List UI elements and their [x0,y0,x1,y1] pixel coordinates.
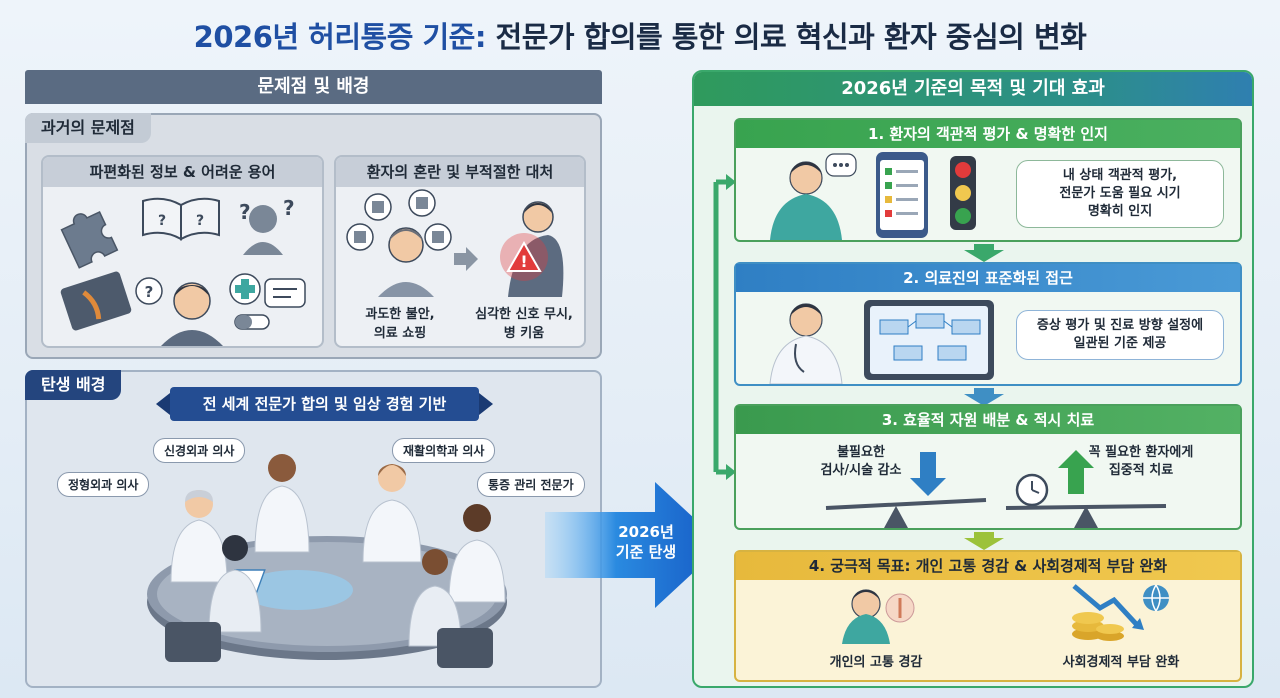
fragmented-info-title: 파편화된 정보 & 어려운 용어 [43,157,322,187]
step-1-title: 1. 환자의 객관적 평가 & 명확한 인지 [736,120,1240,148]
birth-background-panel: 탄생 배경 전 세계 전문가 합의 및 임상 경험 기반 [25,370,602,688]
svg-text:?: ? [145,283,154,301]
back-pain-person-icon [500,201,564,297]
doctor-figure [254,454,310,553]
hospital-bubble-icon [408,189,436,217]
tablet-flowchart-icon [864,300,994,380]
step-4-title: 4. 궁극적 목표: 개인 고통 경감 & 사회경제적 부담 완화 [736,552,1240,580]
step-1-panel: 1. 환자의 객관적 평가 & 명확한 인지 [734,118,1242,242]
pain-relief-label: 개인의 고통 경감 [829,655,923,670]
clock-icon [1015,473,1049,507]
chat-bubble-icon [264,278,306,308]
goals-panel: 2026년 기준의 목적 및 기대 효과 1. 환자의 객관적 평가 & 명확한… [692,70,1254,688]
coins-globe-icon [1072,584,1169,641]
pill-icon [234,314,270,330]
decline-arrow-icon [1072,584,1140,628]
doctor-figure [170,490,228,583]
anxiety-caption: 과도한 불안,의료 쇼핑 [365,307,435,341]
patient-confusion-panel: 환자의 혼란 및 부적절한 대처 [334,155,586,348]
step-3-title: 3. 효율적 자원 배분 & 적시 치료 [736,406,1240,434]
down-arrow-icon [964,532,1004,550]
chair [165,622,221,662]
up-arrow-icon [1058,450,1094,494]
worried-patient-icon [378,227,434,297]
page-title: 2026년 허리통증 기준: 전문가 합의를 통한 의료 혁신과 환자 중심의 … [0,14,1280,56]
hospital-bubble-icon [364,193,392,221]
patient-smartphone-illustration [770,152,976,240]
stethoscope-icon [794,343,805,373]
medical-cross-bubble-icon [229,273,261,305]
down-arrow-icon [910,452,946,496]
svg-text:?: ? [283,196,295,220]
right-arrow-icon [454,247,478,271]
title-part1: 2026년 허리통증 기준: [193,20,487,54]
doctor-figure [208,535,262,633]
patient-confusion-title: 환자의 혼란 및 부적절한 대처 [336,157,584,187]
warning-icon: ! [506,240,542,272]
medical-book-icon [60,271,132,331]
anxious-patient-illustration: ! [346,189,564,297]
rehabilitation-doctor-label: 재활의학과 의사 [392,438,496,463]
ignored-signal-caption: 심각한 신호 무시,병 키움 [475,307,573,341]
arrow-label-line1: 2026년 [618,523,674,541]
balance-scale-left [825,498,987,528]
left-section-header: 문제점 및 배경 [25,70,602,104]
pain-specialist-label: 통증 관리 전문가 [477,472,585,497]
chair [437,628,493,668]
doctor-figure [448,504,506,603]
goals-header: 2026년 기준의 목적 및 기대 효과 [694,72,1252,106]
question-bubble-icon: ? [135,277,163,305]
head-question-icon: ? ? [239,196,295,255]
svg-text:!: ! [520,252,527,271]
svg-text:?: ? [239,200,251,224]
orthopedic-doctor-label: 정형외과 의사 [57,472,150,497]
birth-background-tag: 탄생 배경 [25,370,122,400]
open-book-icon: ? ? [142,197,220,241]
smartphone-checklist-icon [876,152,928,238]
feedback-loop-arrow-icon [713,174,736,480]
step-4-panel: 4. 궁극적 목표: 개인 고통 경감 & 사회경제적 부담 완화 개인의 고통… [734,550,1242,682]
step-2-title: 2. 의료진의 표준화된 접근 [736,264,1240,292]
arrow-label-line2: 기준 탄생 [615,543,677,561]
glowing-document-light [241,570,353,610]
title-part2: 전문가 합의를 통한 의료 혁신과 환자 중심의 변화 [485,20,1087,54]
doctor-tablet-illustration [769,300,994,384]
hospital-bubble-icon [346,223,374,251]
chat-bubble-icon [825,153,857,177]
arrow-label: 2026년 기준 탄생 [586,522,706,562]
relieved-person-icon [842,589,915,644]
resource-balance-illustration [825,450,1167,528]
down-arrow-icon [964,244,1004,262]
past-problems-tag: 과거의 문제점 [25,113,151,143]
doctor-figure [769,303,843,384]
fragmented-info-panel: 파편화된 정보 & 어려운 용어 ? ? ? ? [41,155,324,348]
transition-arrow-icon [545,482,723,608]
confused-patient-illustration: ? ? ? ? ? [60,196,306,346]
expert-consensus-ribbon: 전 세계 전문가 합의 및 임상 경험 기반 [156,387,493,421]
balance-scale-right [1005,504,1167,528]
hospital-bubble-icon [424,223,452,251]
expert-meeting-illustration [147,454,507,668]
traffic-light-icon [950,156,976,230]
puzzle-icon [60,211,119,269]
confused-person-icon [161,282,223,346]
svg-text:?: ? [158,213,166,229]
down-arrow-icon [964,388,1004,406]
patient-figure [770,161,842,240]
neurosurgeon-label: 신경외과 의사 [153,438,246,463]
socioeconomic-relief-label: 사회경제적 부담 완화 [1062,655,1180,670]
past-problems-panel: 과거의 문제점 파편화된 정보 & 어려운 용어 ? ? ? ? [25,113,602,359]
svg-text:?: ? [196,213,204,229]
doctor-figure [362,464,422,563]
